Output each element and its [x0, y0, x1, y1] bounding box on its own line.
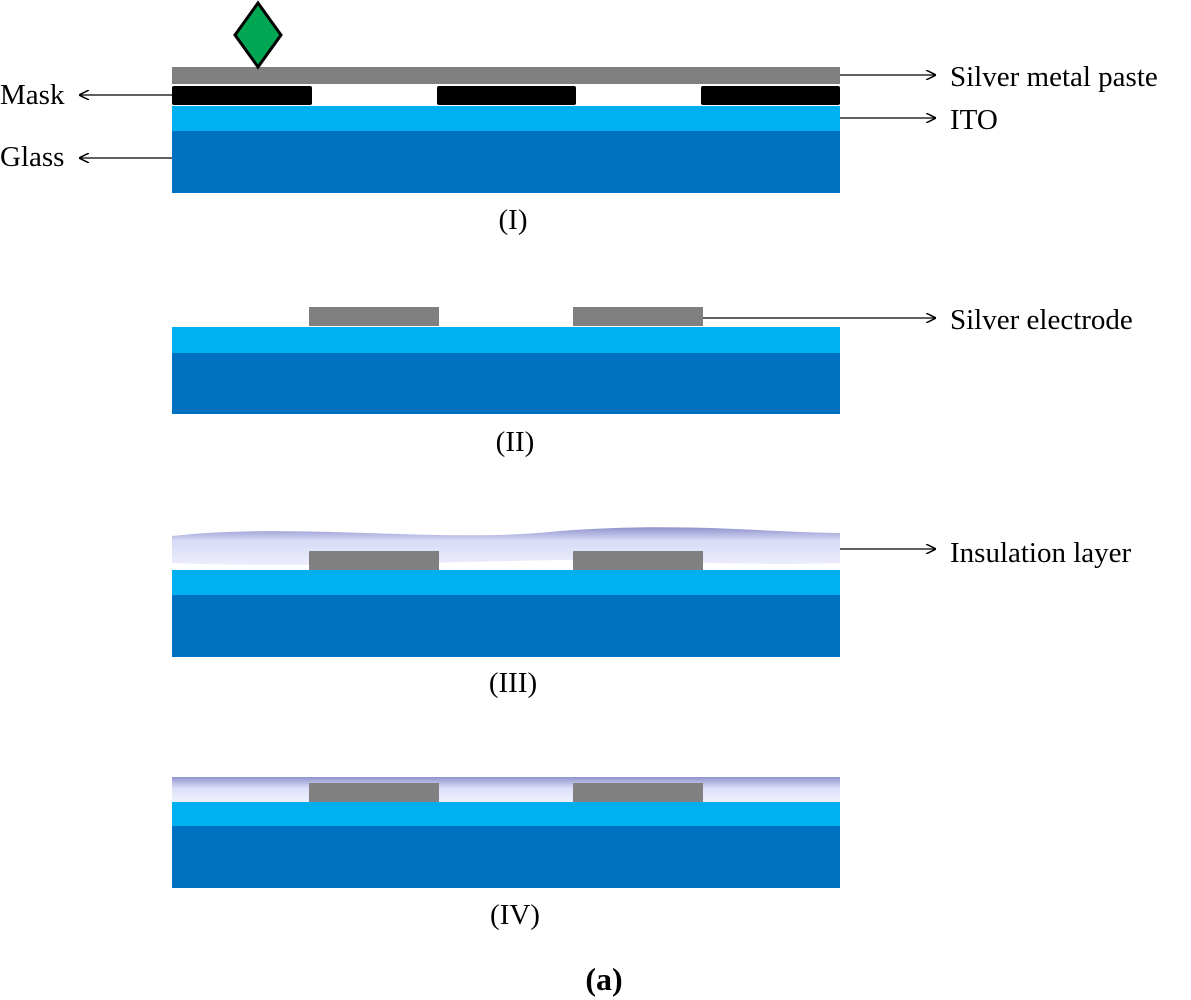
silver-electrode [309, 551, 439, 570]
mask-segment [172, 86, 312, 105]
squeegee-icon [233, 0, 283, 70]
label-mask: Mask [0, 79, 65, 111]
ito-layer [172, 327, 840, 353]
step-2: Silver electrode (II) [172, 304, 1133, 458]
label-ito: ITO [950, 104, 998, 136]
step-label-2: (II) [496, 426, 535, 458]
ito-layer [172, 570, 840, 595]
step-label-3: (III) [489, 667, 537, 699]
figure-label: (a) [585, 961, 622, 997]
step-label-4: (IV) [490, 899, 540, 931]
glass-substrate [172, 594, 840, 657]
silver-electrode [573, 551, 703, 570]
glass-substrate [172, 825, 840, 888]
silver-electrode [573, 307, 703, 326]
insulation-layer-flat [172, 777, 840, 802]
label-silver-metal-paste: Silver metal paste [950, 61, 1158, 93]
ito-layer [172, 801, 840, 826]
label-silver-electrode: Silver electrode [950, 304, 1133, 336]
step-4: (IV) [172, 777, 840, 931]
label-insulation-layer: Insulation layer [950, 537, 1132, 569]
glass-substrate [172, 130, 840, 193]
silver-electrode [309, 783, 439, 802]
mask-segment [701, 86, 840, 105]
glass-substrate [172, 352, 840, 414]
label-glass: Glass [0, 141, 64, 173]
silver-paste-layer [172, 67, 840, 84]
silver-electrode [309, 307, 439, 326]
ito-layer [172, 106, 840, 131]
insulation-layer-wavy [172, 527, 840, 565]
step-label-1: (I) [499, 204, 528, 236]
mask-segment [437, 86, 576, 105]
step-1: Silver metal paste ITO Mask Glass (I) [0, 0, 1158, 236]
silver-electrode [573, 783, 703, 802]
step-3: Insulation layer (III) [172, 527, 1132, 699]
